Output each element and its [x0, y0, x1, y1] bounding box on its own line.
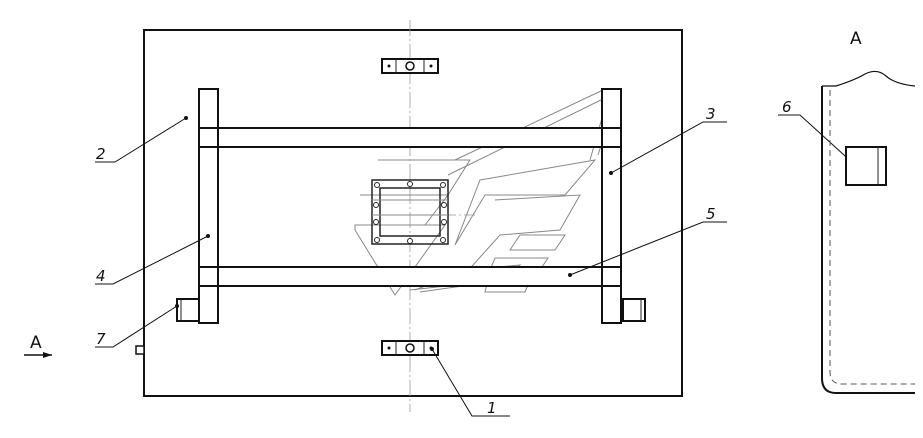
right-post	[601, 88, 622, 324]
view-a-title: A	[850, 29, 862, 49]
central-plate	[371, 179, 449, 245]
view-arrow	[24, 352, 52, 358]
emblem-outline	[354, 89, 618, 296]
left-side-block	[176, 298, 200, 322]
small-tab	[135, 345, 145, 355]
callout-6: 6	[782, 98, 792, 116]
side-view	[821, 70, 916, 394]
left-post	[198, 88, 219, 324]
main-plate	[143, 29, 683, 397]
callout-4: 4	[96, 267, 106, 285]
view-arrow-label: A	[30, 333, 42, 353]
callout-2: 2	[96, 145, 106, 163]
leader-dots	[175, 116, 857, 351]
side-view-block	[845, 146, 887, 186]
callout-7: 7	[96, 330, 106, 348]
bottom-bracket	[381, 340, 439, 356]
callout-1: 1	[487, 399, 497, 417]
top-bracket	[381, 58, 439, 74]
callout-3: 3	[706, 105, 716, 123]
lower-beam	[198, 266, 622, 287]
leader-lines	[95, 114, 856, 417]
upper-beam	[198, 127, 622, 148]
right-side-block	[622, 298, 646, 322]
callout-5: 5	[706, 205, 716, 223]
